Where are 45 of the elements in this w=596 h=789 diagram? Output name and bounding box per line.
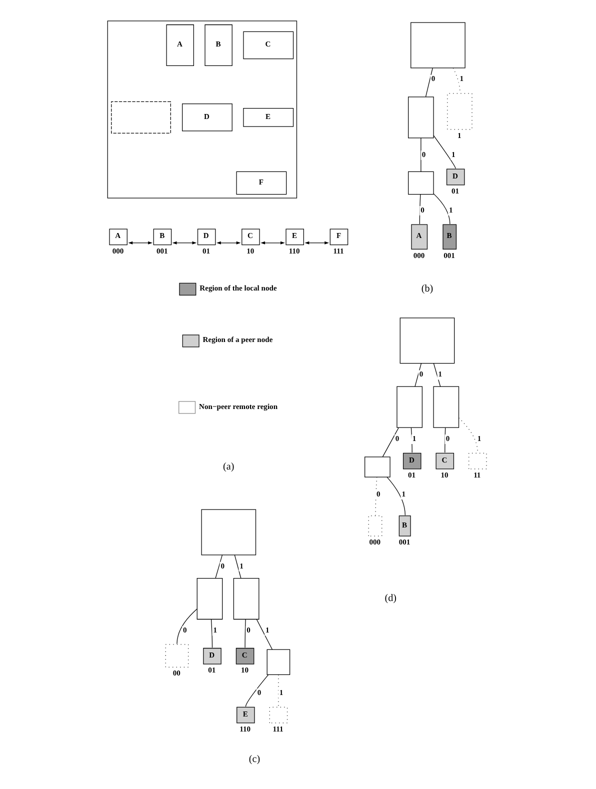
connector: [414, 363, 422, 387]
connector: [410, 427, 412, 453]
connector: [210, 619, 213, 648]
connector: [245, 674, 269, 707]
label: (d): [384, 593, 397, 604]
label: (c): [248, 754, 260, 766]
connector: [433, 363, 441, 387]
connector: [419, 194, 421, 224]
connector: [382, 427, 399, 458]
node-box: [410, 22, 466, 68]
node-box: [364, 456, 390, 478]
node-box: [233, 578, 260, 620]
connector: [244, 619, 246, 648]
arrow: [260, 241, 285, 244]
connector: [234, 554, 242, 579]
node-box: [196, 578, 223, 620]
connector: [215, 554, 223, 579]
cluster: [107, 20, 298, 198]
arrow: [128, 241, 152, 244]
node-box: [447, 93, 472, 130]
connector: [420, 138, 422, 172]
connector: [176, 608, 198, 644]
label: (b): [421, 283, 434, 294]
arrow: [172, 241, 197, 244]
node-box: [266, 649, 290, 676]
label: (a): [223, 461, 234, 472]
connector: [425, 68, 433, 98]
node-box: [368, 516, 382, 536]
node-box: [400, 318, 455, 364]
arrow: [304, 241, 330, 244]
connector: [452, 68, 460, 94]
connector: [433, 193, 450, 224]
node-box: [111, 101, 171, 134]
connector: [278, 674, 279, 707]
node-box: [433, 386, 460, 428]
node-box: [408, 171, 434, 195]
node-box: [201, 509, 256, 556]
node-box: [165, 644, 189, 668]
arrow: [216, 241, 241, 244]
connector: [444, 427, 446, 453]
connector: [256, 619, 273, 650]
node-box: [396, 386, 422, 428]
node-box: [269, 706, 288, 724]
node-box: [408, 96, 434, 138]
node-box: [468, 452, 487, 470]
